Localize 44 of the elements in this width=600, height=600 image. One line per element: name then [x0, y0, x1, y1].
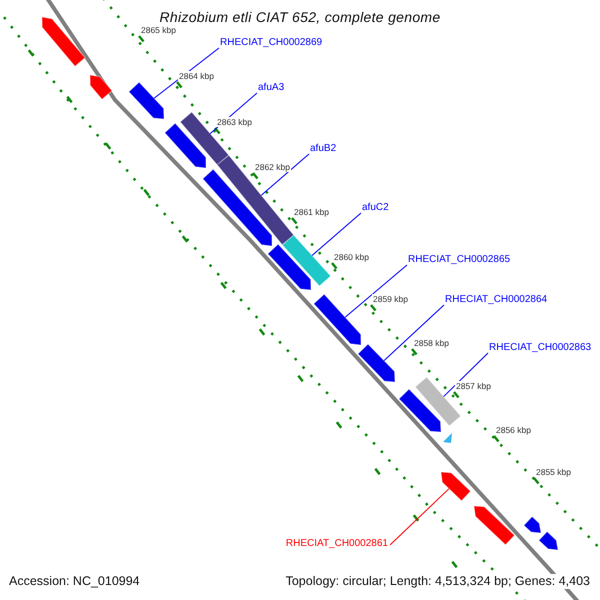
gene-feature	[128, 82, 165, 120]
scale-label: 2860 kbp	[333, 252, 370, 262]
gene-label: RHECIAT_CH0002861	[286, 538, 388, 550]
leader-line	[344, 264, 408, 318]
gene-label: RHECIAT_CH0002869	[220, 37, 322, 49]
gene-feature	[164, 122, 206, 169]
gene-label: afuB2	[310, 143, 336, 155]
leader-line	[312, 212, 362, 256]
gene-feature	[89, 74, 113, 100]
gene-marker	[443, 433, 452, 443]
leader-line	[260, 154, 310, 196]
gene-feature	[282, 234, 332, 287]
scale-label: 2865 kbp	[140, 25, 177, 35]
gene-label: RHECIAT_CH0002863	[489, 342, 592, 354]
gene-label: afuC2	[362, 202, 389, 214]
gene-feature	[473, 505, 516, 546]
scale-label: 2856 kbp	[495, 425, 532, 435]
diagram-title: Rhizobium etli CIAT 652, complete genome	[158, 9, 442, 25]
genome-info: Topology: circular; Length: 4,513,324 bp; Genes: 4,403	[286, 574, 590, 589]
gene-feature	[538, 530, 559, 551]
scale-label: 2855 kbp	[535, 467, 572, 477]
genome-info: Accession: NC_010994	[9, 574, 140, 589]
leader-line	[384, 304, 444, 362]
scale-label: 2861 kbp	[293, 207, 330, 217]
leader-line	[443, 352, 488, 398]
scale-label: 2864 kbp	[178, 71, 215, 81]
gene-feature	[357, 343, 396, 383]
scale-label: 2858 kbp	[413, 338, 450, 348]
gene-feature	[523, 516, 542, 534]
gene-feature	[216, 154, 294, 246]
scale-label: 2857 kbp	[455, 381, 492, 391]
gene-feature	[313, 294, 362, 346]
gene-label: afuA3	[258, 82, 284, 94]
leader-line	[390, 488, 450, 546]
gene-label: RHECIAT_CH0002865	[408, 254, 510, 266]
scale-label: 2862 kbp	[254, 162, 291, 172]
gene-feature	[440, 471, 472, 502]
gene-feature	[267, 244, 312, 291]
gene-feature	[202, 168, 272, 247]
gene-feature	[41, 16, 86, 67]
scale-label: 2859 kbp	[372, 294, 409, 304]
gene-feature	[398, 388, 442, 433]
gene-label: RHECIAT_CH0002864	[445, 294, 548, 306]
scale-label: 2863 kbp	[216, 117, 253, 127]
